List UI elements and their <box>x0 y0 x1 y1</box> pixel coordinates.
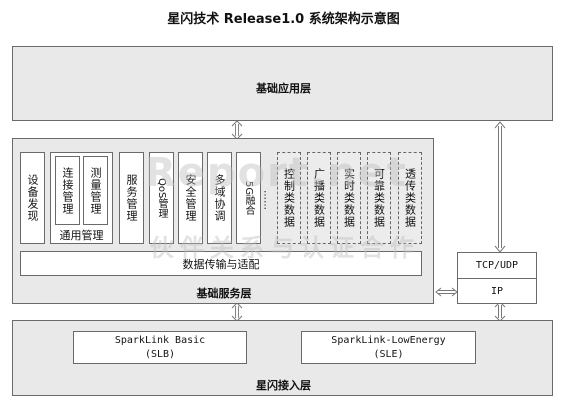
realtime-data-box: 实时类数据 <box>337 152 361 244</box>
reliable-data-label: 可靠类数据 <box>372 168 386 228</box>
service-access-arrow <box>231 302 243 322</box>
passthrough-data-label: 透传类数据 <box>403 168 417 228</box>
sparklink-le-abbr: (SLE) <box>373 349 404 360</box>
access-layer-label: 星闪接入层 <box>256 379 311 392</box>
app-layer: 基础应用层 <box>12 46 553 121</box>
tcpip-access-arrow <box>494 301 506 322</box>
ip-box: IP <box>457 278 537 304</box>
device-discovery-label: 设备发现 <box>26 174 39 222</box>
multi-domain-label: 多域协调 <box>213 174 226 222</box>
general-management-group: 连接管理 测量管理 通用管理 <box>50 152 113 244</box>
watermark-line2: 伙伴关系与认证合作 <box>150 234 420 262</box>
tcp-udp-box: TCP/UDP <box>457 252 537 279</box>
service-management-label: 服务管理 <box>125 174 138 222</box>
qos-management-label: QoS管理 <box>156 177 167 219</box>
reliable-data-box: 可靠类数据 <box>367 152 391 244</box>
sparklink-le-name: SparkLink-LowEnergy <box>331 335 446 346</box>
general-management-label: 通用管理 <box>59 229 104 242</box>
control-data-box: 控制类数据 <box>277 152 301 244</box>
control-data-label: 控制类数据 <box>282 168 296 228</box>
diagram-title: 星闪技术 Release1.0 系统架构示意图 <box>167 12 400 27</box>
ellipsis-label: …… <box>261 190 273 210</box>
ellipsis-text: …… <box>261 180 273 220</box>
sparklink-basic-abbr: (SLB) <box>144 349 176 360</box>
connection-management-label: 连接管理 <box>61 166 74 215</box>
service-tcpip-arrow <box>435 287 458 297</box>
device-discovery-box: 设备发现 <box>20 152 45 244</box>
transport-adaptation-label: 数据传输与适配 <box>182 257 260 271</box>
broadcast-data-box: 广播类数据 <box>307 152 331 244</box>
sparklink-basic-box: SparkLink Basic (SLB) <box>73 331 247 364</box>
sparklink-basic-name: SparkLink Basic <box>114 335 206 346</box>
security-management-box: 安全管理 <box>178 152 203 244</box>
transport-adaptation-bar: 数据传输与适配 <box>20 251 422 276</box>
measurement-management-label: 测量管理 <box>89 166 102 215</box>
service-management-box: 服务管理 <box>119 152 144 244</box>
access-layer: SparkLink Basic (SLB) SparkLink-LowEnerg… <box>12 320 553 396</box>
connection-management-box: 连接管理 <box>55 156 80 225</box>
sparklink-le-box: SparkLink-LowEnergy (SLE) <box>301 331 476 364</box>
app-layer-label: 基础应用层 <box>256 82 311 95</box>
multi-domain-box: 多域协调 <box>207 152 232 244</box>
tcp-udp-label: TCP/UDP <box>475 260 519 271</box>
g5-fusion-label: 5G融合 <box>243 180 254 216</box>
g5-fusion-box: 5G融合 <box>236 152 261 244</box>
app-tcpip-arrow <box>494 121 506 253</box>
realtime-data-label: 实时类数据 <box>342 168 356 228</box>
app-service-arrow <box>231 120 243 140</box>
measurement-management-box: 测量管理 <box>83 156 108 225</box>
broadcast-data-label: 广播类数据 <box>312 168 326 228</box>
ip-label: IP <box>490 285 504 297</box>
security-management-label: 安全管理 <box>184 174 197 222</box>
qos-management-box: QoS管理 <box>149 152 174 244</box>
passthrough-data-box: 透传类数据 <box>398 152 422 244</box>
service-layer-label: 基础服务层 <box>196 287 252 300</box>
watermark-line1: Report.net <box>145 150 408 196</box>
